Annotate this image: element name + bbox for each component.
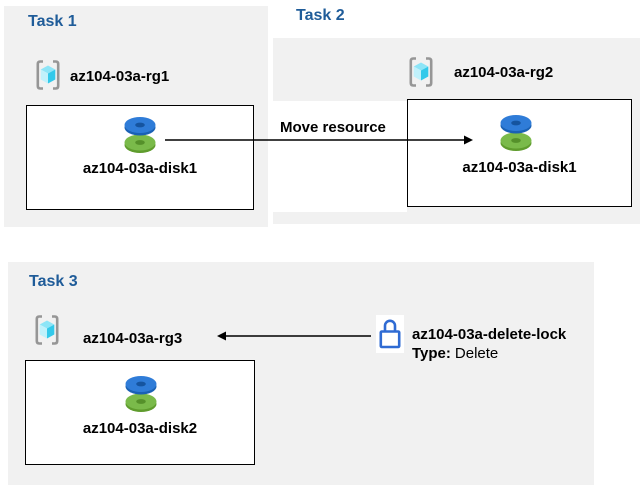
task2-title: Task 2	[296, 7, 345, 24]
task1-title: Task 1	[28, 13, 77, 30]
lock-name: az104-03a-delete-lock	[412, 326, 567, 343]
task3-title: Task 3	[29, 273, 78, 290]
move-arrow-corridor	[268, 101, 407, 212]
disk-name: az104-03a-disk1	[82, 160, 198, 177]
disk-icon	[121, 114, 159, 156]
disk-name: az104-03a-disk1	[462, 159, 577, 176]
lock-arrow-icon	[216, 329, 372, 343]
disk-icon	[497, 112, 535, 154]
lock-icon	[376, 315, 404, 353]
resource-group-name: az104-03a-rg1	[70, 68, 170, 85]
resource-group-icon	[33, 313, 61, 347]
lock-type-value: Delete	[454, 345, 499, 362]
lock-type-label: Type:	[412, 345, 451, 362]
resource-group-name: az104-03a-rg3	[83, 330, 183, 347]
disk-icon	[122, 373, 160, 415]
move-arrow-icon	[164, 133, 474, 147]
resource-group-icon	[34, 58, 62, 92]
disk-name: az104-03a-disk2	[82, 420, 198, 437]
move-resource-label: Move resource	[280, 119, 386, 136]
resource-group-icon	[407, 55, 435, 89]
resource-group-name: az104-03a-rg2	[454, 64, 554, 81]
lock-annotation: az104-03a-delete-lock Type:Delete	[412, 325, 566, 363]
lock-type-line: Type:Delete	[412, 344, 566, 363]
